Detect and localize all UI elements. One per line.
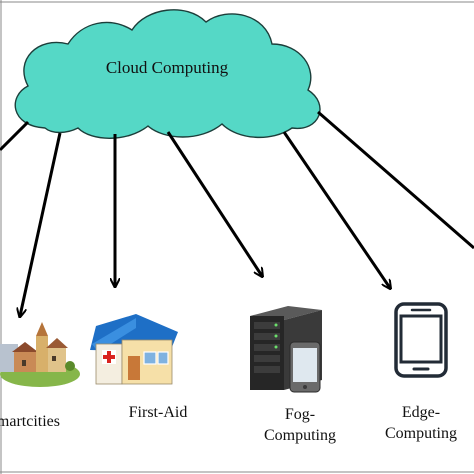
arrow-offscreen-right bbox=[317, 110, 474, 250]
city-icon bbox=[0, 322, 80, 387]
arrow-to-fog bbox=[166, 131, 262, 276]
arrow-offscreen-left bbox=[0, 120, 30, 152]
clinic-house-icon bbox=[90, 314, 178, 385]
cloud-shape bbox=[14, 9, 321, 139]
fog-computing-label: Fog- Computing bbox=[240, 404, 360, 446]
arrow-to-edge bbox=[282, 131, 390, 288]
tablet-icon bbox=[394, 302, 448, 378]
cloud-label: Cloud Computing bbox=[105, 58, 229, 77]
edge-label-line2: Computing bbox=[384, 425, 457, 442]
edge-label-line1: Edge- bbox=[401, 404, 441, 421]
smartphone-icon bbox=[289, 341, 321, 393]
arrow-to-smartcities bbox=[20, 132, 62, 316]
arrows bbox=[0, 110, 474, 316]
fog-label-line2: Computing bbox=[263, 427, 336, 444]
fog-label-line1: Fog- bbox=[284, 406, 316, 423]
smartcities-label: Smartcities bbox=[0, 413, 60, 430]
first-aid-label: First-Aid bbox=[128, 404, 188, 421]
edge-computing-label: Edge- Computing bbox=[366, 402, 474, 444]
